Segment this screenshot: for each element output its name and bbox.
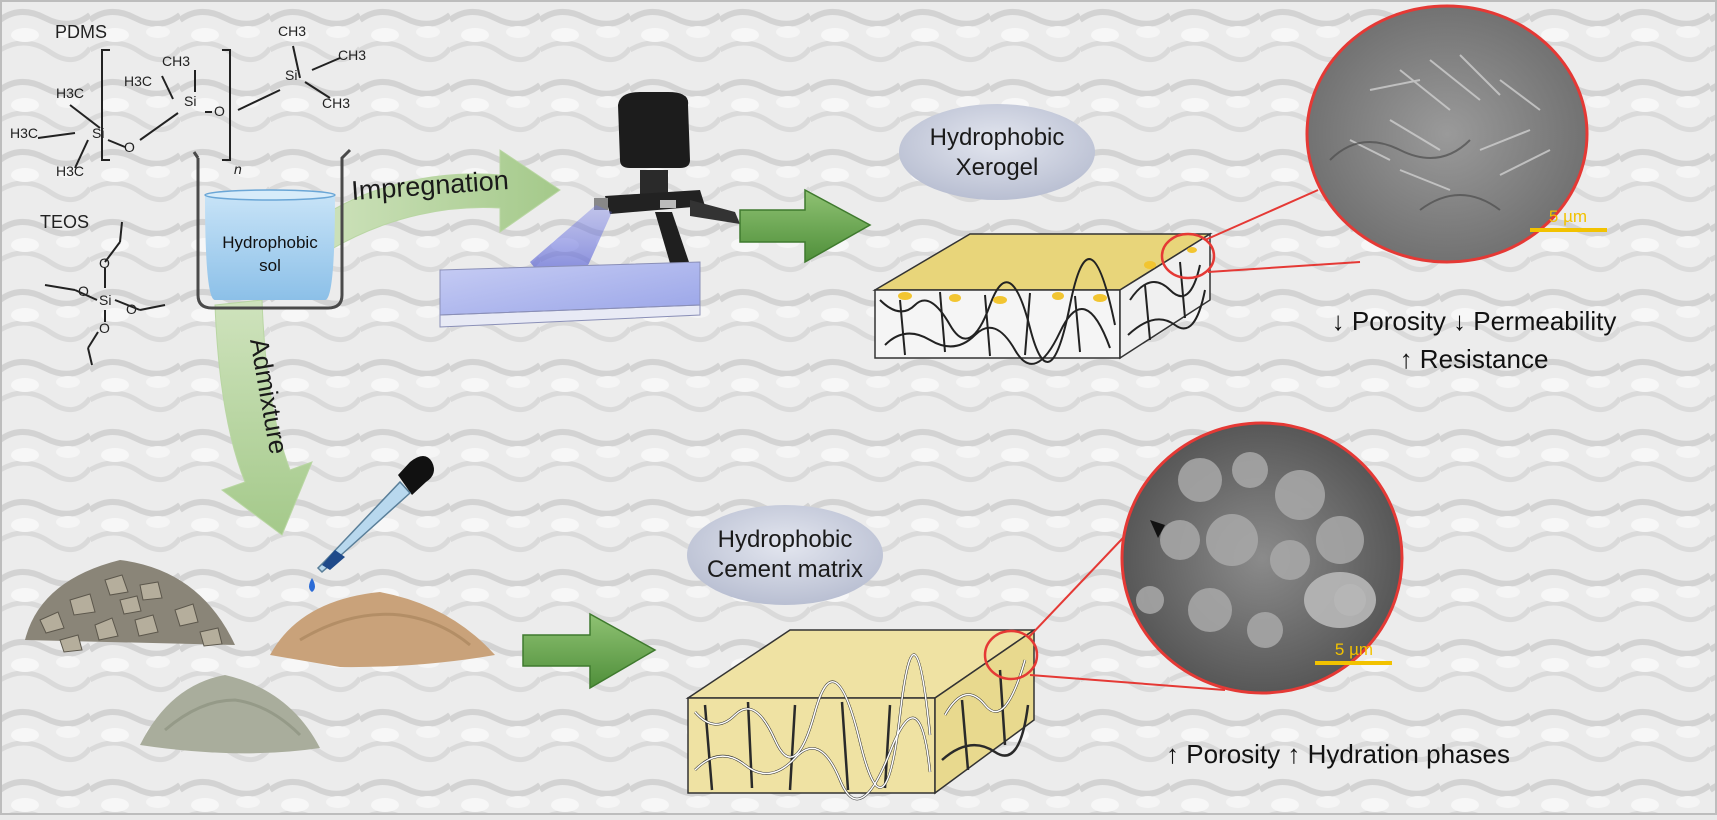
dropper-icon xyxy=(309,456,434,592)
cement-block xyxy=(685,519,1226,801)
scale-bar-bottom-label: 5 µm xyxy=(1335,640,1373,659)
xerogel-label-line1: Hydrophobic xyxy=(930,124,1065,151)
methyl-group-label: CH3 xyxy=(338,47,366,63)
zoom-line xyxy=(1029,674,1226,691)
pdms-labels: PDMS H3C H3C H3C Si O H3C CH3 Si O n Si … xyxy=(10,22,366,179)
teos-labels: TEOS O Si O O O xyxy=(40,212,137,336)
scale-bar-top-label: 5 µm xyxy=(1549,207,1587,226)
impregnation-arrow: Impregnation xyxy=(309,149,561,251)
zoom-line xyxy=(1204,189,1319,241)
oxygen-atom-label: O xyxy=(78,283,89,299)
methyl-group-label: CH3 xyxy=(322,95,350,111)
silicon-atom-label: Si xyxy=(99,292,111,308)
beaker: Hydrophobic sol xyxy=(192,148,352,310)
top-effect-line2: ↑ Resistance xyxy=(1400,344,1549,374)
oxygen-atom-label: O xyxy=(99,320,110,336)
teos-structure xyxy=(44,221,166,366)
oxygen-atom-label: O xyxy=(126,301,137,317)
zoom-circle xyxy=(1160,232,1216,280)
zoom-line xyxy=(1207,261,1361,273)
spray-gun-icon xyxy=(594,92,740,270)
zoom-line xyxy=(1027,519,1141,639)
repeat-unit-n-label: n xyxy=(234,161,242,177)
gravel-pile xyxy=(25,560,235,653)
sand-pile xyxy=(270,592,495,668)
methyl-group-label: H3C xyxy=(56,163,84,179)
top-effect-line1: ↓ Porosity ↓ Permeability xyxy=(1332,306,1617,336)
teos-label: TEOS xyxy=(40,212,89,232)
silicon-atom-label: Si xyxy=(184,93,196,109)
process-arrow-top xyxy=(739,188,872,264)
methyl-group-label: H3C xyxy=(56,85,84,101)
pdms-label: PDMS xyxy=(55,22,107,42)
zoom-circle xyxy=(983,629,1039,681)
methyl-group-label: CH3 xyxy=(162,53,190,69)
beaker-label-line2: sol xyxy=(259,256,281,275)
cement-label-ellipse: Hydrophobic Cement matrix xyxy=(687,505,883,605)
xerogel-block xyxy=(872,189,1361,365)
cement-powder-pile xyxy=(140,675,320,754)
pdms-structure xyxy=(37,45,341,169)
methyl-group-label: H3C xyxy=(124,73,152,89)
sem-image-bottom: 5 µm xyxy=(1120,421,1404,695)
methyl-group-label: H3C xyxy=(10,125,38,141)
silicon-atom-label: Si xyxy=(92,125,104,141)
process-arrow-bottom xyxy=(522,612,657,690)
oxygen-atom-label: O xyxy=(99,255,110,271)
xerogel-label-ellipse: Hydrophobic Xerogel xyxy=(899,104,1095,200)
cement-label-line2: Cement matrix xyxy=(707,556,863,583)
methyl-group-label: CH3 xyxy=(278,23,306,39)
beaker-label-line1: Hydrophobic xyxy=(222,233,318,252)
sem-image-top: 5 µm xyxy=(1305,4,1607,264)
oxygen-atom-label: O xyxy=(124,139,135,155)
bottom-effect-line1: ↑ Porosity ↑ Hydration phases xyxy=(1166,739,1510,769)
oxygen-atom-label: O xyxy=(214,103,225,119)
substrate-plate xyxy=(439,261,701,328)
silicon-atom-label: Si xyxy=(285,67,297,83)
cement-label-line1: Hydrophobic xyxy=(718,526,853,553)
xerogel-label-line2: Xerogel xyxy=(956,154,1039,181)
